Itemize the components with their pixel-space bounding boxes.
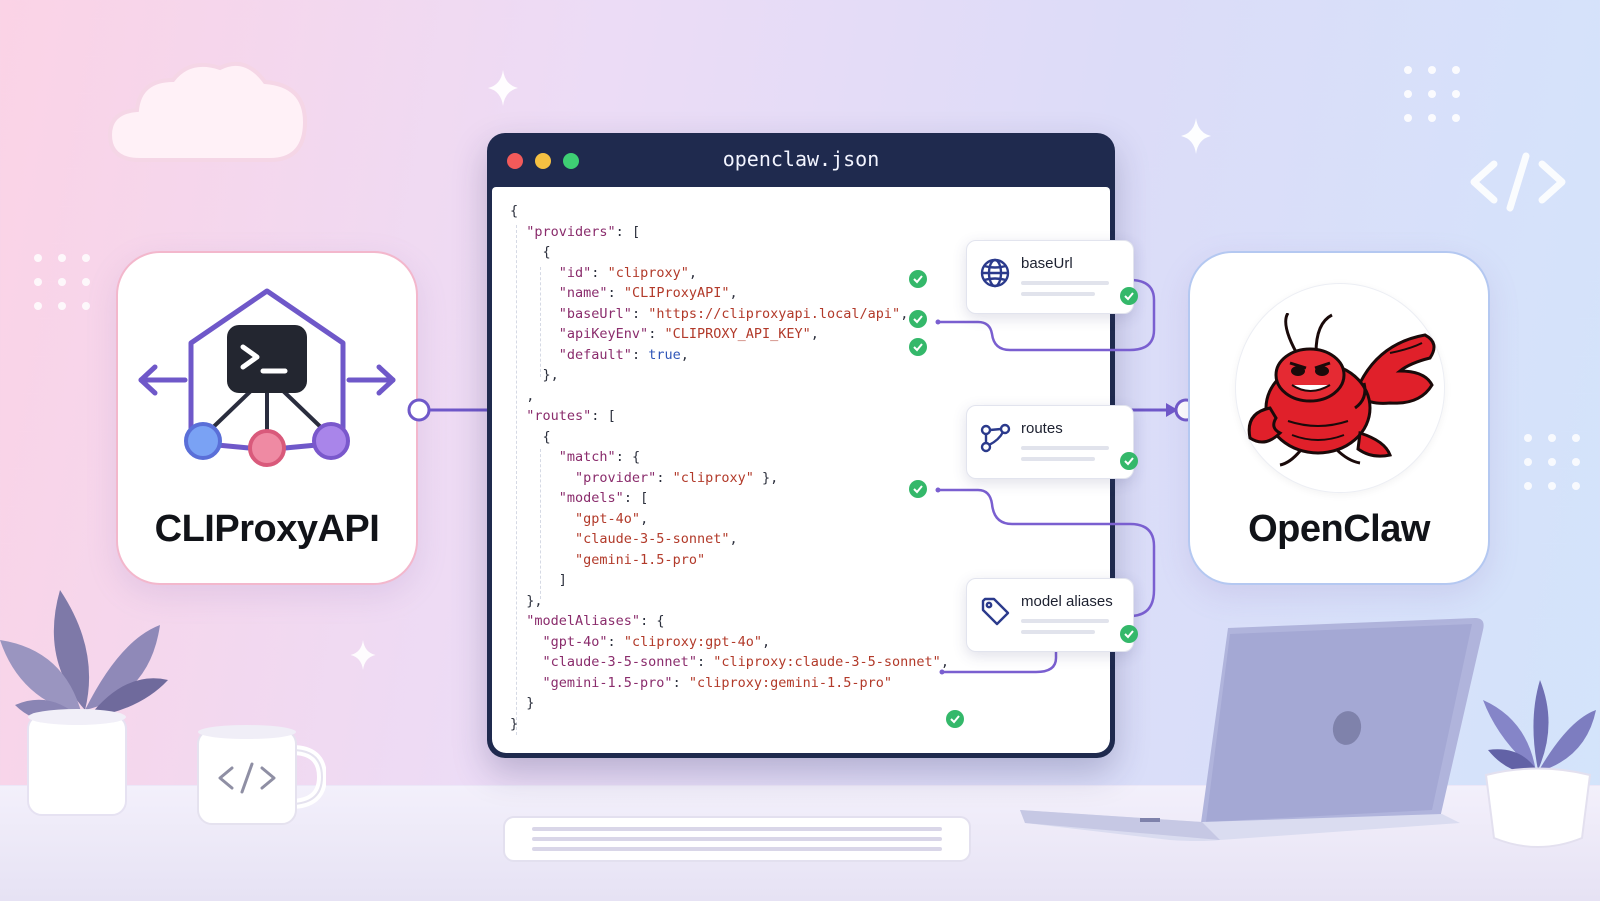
code-line: ] (510, 572, 567, 588)
plant-icon (0, 590, 168, 816)
code-icon (218, 762, 276, 794)
code-line: "modelAliases": { (526, 613, 665, 629)
code-line: }, (510, 592, 543, 609)
callout-label: baseUrl (1021, 255, 1073, 272)
code-line: "gemini-1.5-pro": "cliproxy:gemini-1.5-p… (542, 674, 893, 691)
cloud-icon (107, 61, 308, 162)
code-line: "claude-3-5-sonnet", (575, 531, 738, 547)
code-line: "models": [ (558, 490, 649, 506)
code-line: "providers": [ (526, 223, 641, 240)
callout-model-aliases: model aliases (966, 578, 1138, 652)
minimize-window-button[interactable] (535, 153, 551, 169)
check-icon (1120, 625, 1138, 643)
code-line: "gpt-4o", (575, 510, 649, 527)
code-line: , (510, 387, 535, 404)
cliproxyapi-card: CLIProxyAPI (116, 251, 418, 585)
dot-grid (34, 254, 90, 310)
mug-icon (197, 725, 326, 825)
code-line: "id": "cliproxy", (558, 264, 697, 281)
editor-titlebar: openclaw.json (487, 133, 1115, 187)
check-icon (909, 338, 927, 356)
terminal-network-icon (138, 288, 396, 467)
code-line: "claude-3-5-sonnet": "cliproxy:claude-3-… (542, 654, 949, 670)
check-icon (1120, 452, 1138, 470)
globe-icon (980, 258, 1010, 288)
maximize-window-button[interactable] (563, 153, 579, 169)
callout-routes: routes (966, 405, 1138, 479)
code-line: { (510, 428, 551, 445)
cliproxyapi-title: CLIProxyAPI (154, 508, 380, 550)
code-block: { "providers": [ { "id": "cliproxy", "na… (510, 201, 949, 734)
sparkle-icon (488, 70, 518, 106)
lobster-mascot (1247, 313, 1436, 467)
code-line: } (510, 695, 535, 711)
dot-grid (1524, 434, 1580, 490)
code-line: "routes": [ (526, 408, 616, 424)
code-line: { (510, 203, 519, 219)
callout-connectors (935, 278, 1156, 675)
code-line: "gemini-1.5-pro" (575, 551, 706, 568)
close-window-button[interactable] (507, 153, 523, 169)
code-line: } (510, 715, 519, 732)
code-line: "gpt-4o": "cliproxy:gpt-4o", (542, 633, 771, 650)
editor-filename: openclaw.json (722, 147, 880, 171)
code-line: "default": true, (558, 346, 689, 363)
sparkle-icon (350, 640, 376, 670)
route-icon (980, 423, 1011, 453)
check-icon (909, 480, 927, 498)
code-line: "match": { (558, 449, 641, 465)
openclaw-card: OpenClaw (1188, 251, 1490, 585)
tag-icon (981, 597, 1010, 626)
code-line: "baseUrl": "https://cliproxyapi.local/ap… (558, 305, 909, 322)
laptop-icon (1020, 618, 1484, 841)
check-icon (946, 710, 964, 728)
code-line: "name": "CLIProxyAPI", (558, 285, 738, 301)
code-line: "apiKeyEnv": "CLIPROXY_API_KEY", (558, 326, 819, 342)
connector-left (407, 398, 495, 422)
plant-icon (1483, 680, 1596, 848)
openclaw-title: OpenClaw (1248, 508, 1430, 550)
code-line: }, (510, 367, 559, 383)
callout-label: model aliases (1021, 593, 1113, 610)
check-icon (909, 310, 927, 328)
code-line: "provider": "cliproxy" }, (575, 469, 779, 486)
callout-label: routes (1021, 420, 1063, 437)
check-icon (909, 270, 927, 288)
sparkle-icon (1181, 118, 1211, 154)
keyboard-icon (503, 816, 971, 862)
check-icon (1120, 287, 1138, 305)
dot-grid (1404, 66, 1460, 122)
code-line: { (510, 244, 551, 260)
callout-baseurl: baseUrl (966, 240, 1138, 314)
code-icon (1470, 152, 1566, 212)
